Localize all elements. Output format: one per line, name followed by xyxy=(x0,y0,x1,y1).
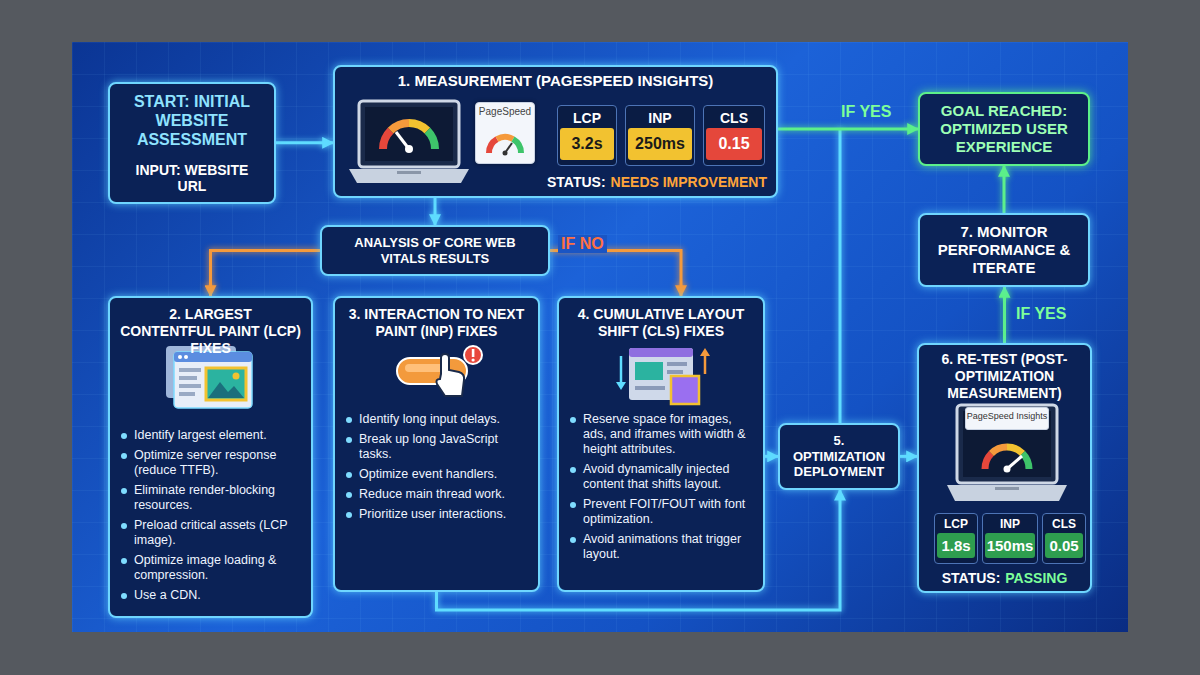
flow-arrow xyxy=(1003,287,1006,343)
metric-tile: CLS0.05 xyxy=(1042,513,1086,564)
fix-box: 4. CUMULATIVE LAYOUT SHIFT (CLS) FIXES Re… xyxy=(557,296,765,592)
node-heading: LCP xyxy=(937,516,975,533)
flow-arrow xyxy=(434,198,437,225)
node-text: Reduce main thread work. xyxy=(345,487,528,502)
node-heading: 4. CUMULATIVE LAYOUT SHIFT (CLS) FIXES xyxy=(569,306,753,340)
pagespeed-card: PageSpeed xyxy=(475,102,535,164)
measurement-box: 1. MEASUREMENT (PAGESPEED INSIGHTS) STATU… xyxy=(333,65,778,198)
metric-tile: LCP1.8s xyxy=(934,513,978,564)
goal-box: GOAL REACHED: OPTIMIZED USER EXPERIENCE xyxy=(918,92,1090,166)
node-text: Identify largest element. xyxy=(120,428,301,443)
fix-box: 3. INTERACTION TO NEXT PAINT (INP) FIXES… xyxy=(333,296,540,592)
metric-value: 250ms xyxy=(628,128,692,160)
node-heading: INP xyxy=(985,516,1035,533)
flow-arrow xyxy=(276,141,333,144)
metric-value: 0.05 xyxy=(1045,533,1083,558)
metric-value: 3.2s xyxy=(560,128,614,160)
node-heading: 3. INTERACTION TO NEXT PAINT (INP) FIXES xyxy=(345,306,528,340)
layout-shift-icon xyxy=(615,342,711,410)
node-heading: LCP xyxy=(560,108,614,128)
metric-value: 150ms xyxy=(985,533,1035,558)
flow-arrow xyxy=(778,128,918,131)
node-text: Optimize server response (reduce TTFB). xyxy=(120,448,301,478)
node-text: Identify long input delays. xyxy=(345,412,528,427)
node-heading: GOAL REACHED: OPTIMIZED USER EXPERIENCE xyxy=(930,102,1078,156)
status-row: STATUS: NEEDS IMPROVEMENT xyxy=(547,173,767,191)
metric-tile: LCP3.2s xyxy=(557,105,617,166)
joining-line xyxy=(839,128,842,423)
node-text: Use a CDN. xyxy=(120,588,301,603)
status-text: STATUS: xyxy=(547,174,606,190)
node-text: Avoid dynamically injected content that … xyxy=(569,462,753,492)
node-heading: 1. MEASUREMENT (PAGESPEED INSIGHTS) xyxy=(343,72,768,90)
node-text: INPUT: WEBSITE URL xyxy=(120,162,264,194)
edge-label: IF YES xyxy=(1013,305,1069,323)
node-heading: INP xyxy=(628,108,692,128)
analysis-box: ANALYSIS OF CORE WEB VITALS RESULTS xyxy=(320,225,550,276)
flow-arrow xyxy=(765,455,778,458)
node-heading: CLS xyxy=(1045,516,1083,533)
fix-box: 2. LARGEST CONTENTFUL PAINT (LCP) FIXES I… xyxy=(108,296,313,618)
flow-arrow xyxy=(900,455,917,458)
node-heading: PageSpeed xyxy=(476,103,534,117)
edge-label: IF YES xyxy=(838,103,894,121)
illustration-part xyxy=(72,42,1128,632)
retest-box: 6. RE-TEST (POST-OPTIMIZATION MEASUREMEN… xyxy=(917,343,1092,593)
node-text: Eliminate render-blocking resources. xyxy=(120,483,301,513)
metric-tile: CLS0.15 xyxy=(703,105,765,166)
node-heading: 5. OPTIMIZATION DEPLOYMENT xyxy=(790,433,888,480)
metric-tile: INP150ms xyxy=(982,513,1038,564)
flow-arrow xyxy=(1003,166,1006,213)
process-box: 5. OPTIMIZATION DEPLOYMENT xyxy=(778,423,900,490)
status-text: STATUS: xyxy=(942,570,1001,586)
node-text: Prevent FOIT/FOUT with font optimization… xyxy=(569,497,753,527)
node-text: Preload critical assets (LCP image). xyxy=(120,518,301,548)
metric-value: 0.15 xyxy=(706,128,762,160)
edge-label: IF NO xyxy=(558,235,607,253)
node-heading: CLS xyxy=(706,108,762,128)
node-heading: ANALYSIS OF CORE WEB VITALS RESULTS xyxy=(332,235,538,266)
start-box: START: INITIAL WEBSITE ASSESSMENT INPUT: … xyxy=(108,82,276,204)
gauge-icon xyxy=(483,123,527,159)
node-heading: START: INITIAL WEBSITE ASSESSMENT xyxy=(120,92,264,150)
node-text: Reserve space for images, ads, and ifram… xyxy=(569,412,753,457)
node-heading: 7. MONITOR PERFORMANCE & ITERATE xyxy=(930,223,1078,277)
node-heading: 6. RE-TEST (POST-OPTIMIZATION MEASUREMEN… xyxy=(925,351,1084,401)
node-text: Optimize image loading & compression. xyxy=(120,553,301,583)
node-text: Break up long JavaScript tasks. xyxy=(345,432,528,462)
node-text: Avoid animations that trigger layout. xyxy=(569,532,753,562)
node-text: Optimize event handlers. xyxy=(345,467,528,482)
node-heading: 2. LARGEST CONTENTFUL PAINT (LCP) FIXES xyxy=(120,306,301,356)
status-row: STATUS:PASSING xyxy=(919,569,1090,587)
node-text: Prioritize user interactions. xyxy=(345,507,528,522)
metric-value: 1.8s xyxy=(937,533,975,558)
flow-arrow xyxy=(211,251,321,296)
laptop-illustration xyxy=(349,99,469,189)
pagespeed-card: PageSpeed Insights xyxy=(965,407,1049,430)
process-box: 7. MONITOR PERFORMANCE & ITERATE xyxy=(918,213,1090,287)
button-click-icon xyxy=(389,344,485,410)
status-text: PASSING xyxy=(1005,570,1067,586)
metric-tile: INP250ms xyxy=(625,105,695,166)
node-heading: PageSpeed Insights xyxy=(966,408,1048,424)
flow-arrow xyxy=(550,251,681,296)
status-text: NEEDS IMPROVEMENT xyxy=(611,174,767,190)
